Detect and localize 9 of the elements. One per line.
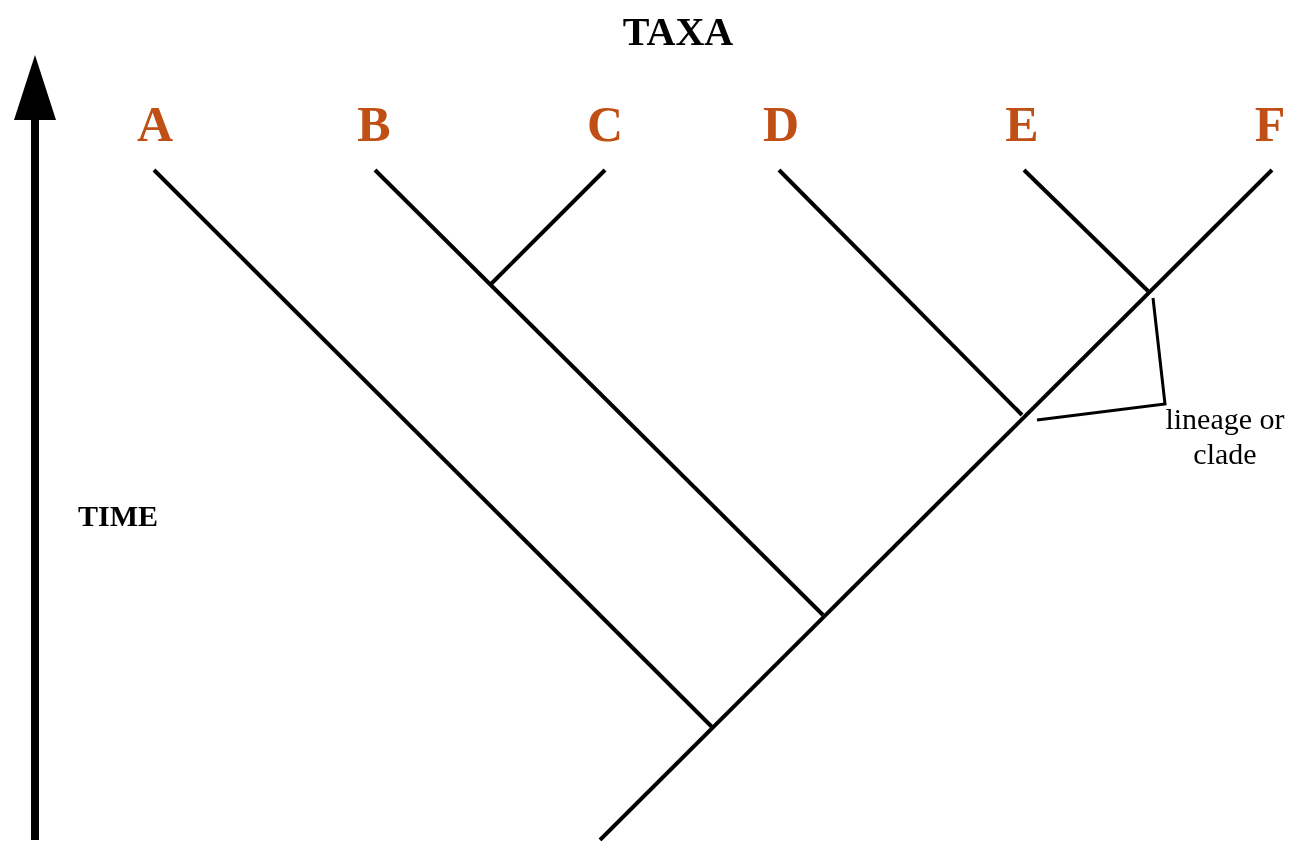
taxon-label: A: [136, 99, 174, 149]
taxon-label: C: [586, 99, 624, 149]
heading: TAXA: [622, 12, 734, 52]
axis-label: TIME: [78, 501, 158, 531]
taxon-label: E: [1005, 99, 1039, 149]
taxon-label: F: [1254, 99, 1286, 149]
taxon-label: D: [762, 99, 800, 149]
annotation-text: lineage or clade: [1165, 401, 1285, 471]
taxon-label: B: [357, 99, 391, 149]
